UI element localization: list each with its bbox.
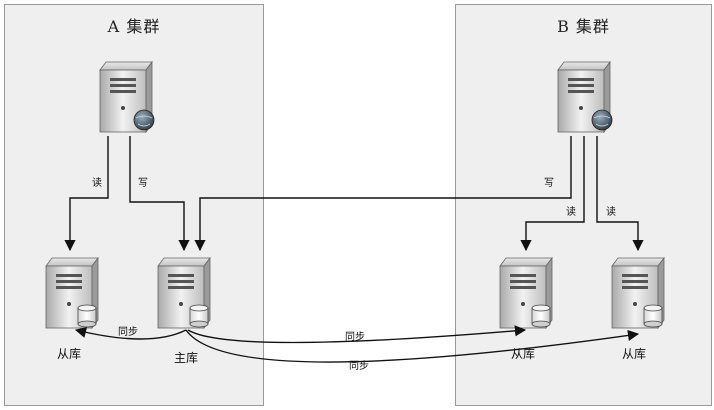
cluster-b-slave-db-2-icon xyxy=(611,256,665,330)
b-read-label-1: 读 xyxy=(566,205,576,218)
a-read-arrow xyxy=(64,136,109,252)
cluster-a-slave-db-icon xyxy=(45,256,99,330)
cluster-a-app-server-icon xyxy=(99,60,155,134)
b-read-slave1-arrow xyxy=(520,136,585,252)
cluster-b-slave-db-1-icon xyxy=(499,256,553,330)
a-master-label: 主库 xyxy=(174,350,198,365)
sync-master-to-b-slave1-arrow xyxy=(187,325,527,344)
cluster-a-title: A 集群 xyxy=(107,17,161,36)
sync-label-a: 同步 xyxy=(118,326,138,338)
b-write-to-a-master-arrow xyxy=(194,136,572,252)
b-write-label: 写 xyxy=(544,177,554,189)
b-slave1-label: 从库 xyxy=(511,346,535,361)
cluster-b-app-server-icon xyxy=(557,60,613,134)
a-write-arrow xyxy=(129,136,190,252)
b-read-label-2: 读 xyxy=(606,205,616,218)
cluster-b-panel: B 集群 xyxy=(455,4,712,406)
a-write-label: 写 xyxy=(138,177,148,189)
sync-label-b1: 同步 xyxy=(345,331,365,343)
b-slave2-label: 从库 xyxy=(622,346,646,361)
sync-master-to-b-slave2-arrow xyxy=(185,329,640,363)
b-read-slave2-arrow xyxy=(596,136,644,252)
sync-label-b2: 同步 xyxy=(349,360,369,372)
a-read-label: 读 xyxy=(92,176,102,189)
a-slave-label: 从库 xyxy=(57,346,81,361)
cluster-b-title: B 集群 xyxy=(557,17,610,36)
sync-master-to-a-slave-arrow xyxy=(74,326,187,340)
cluster-a-master-db-icon xyxy=(157,256,211,330)
